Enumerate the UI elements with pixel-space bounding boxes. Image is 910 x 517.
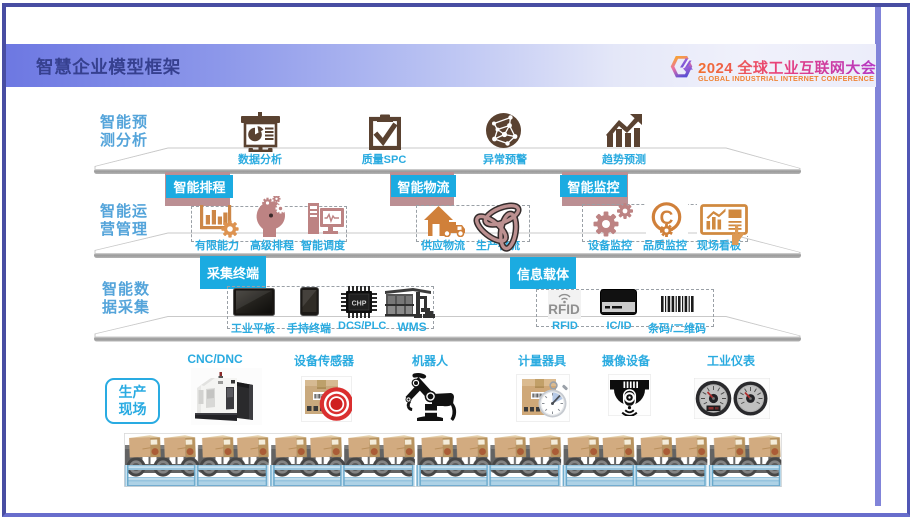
svg-text:RFID: RFID: [548, 302, 580, 317]
svg-text:C: C: [660, 208, 674, 229]
svg-text:CHP: CHP: [352, 301, 367, 308]
